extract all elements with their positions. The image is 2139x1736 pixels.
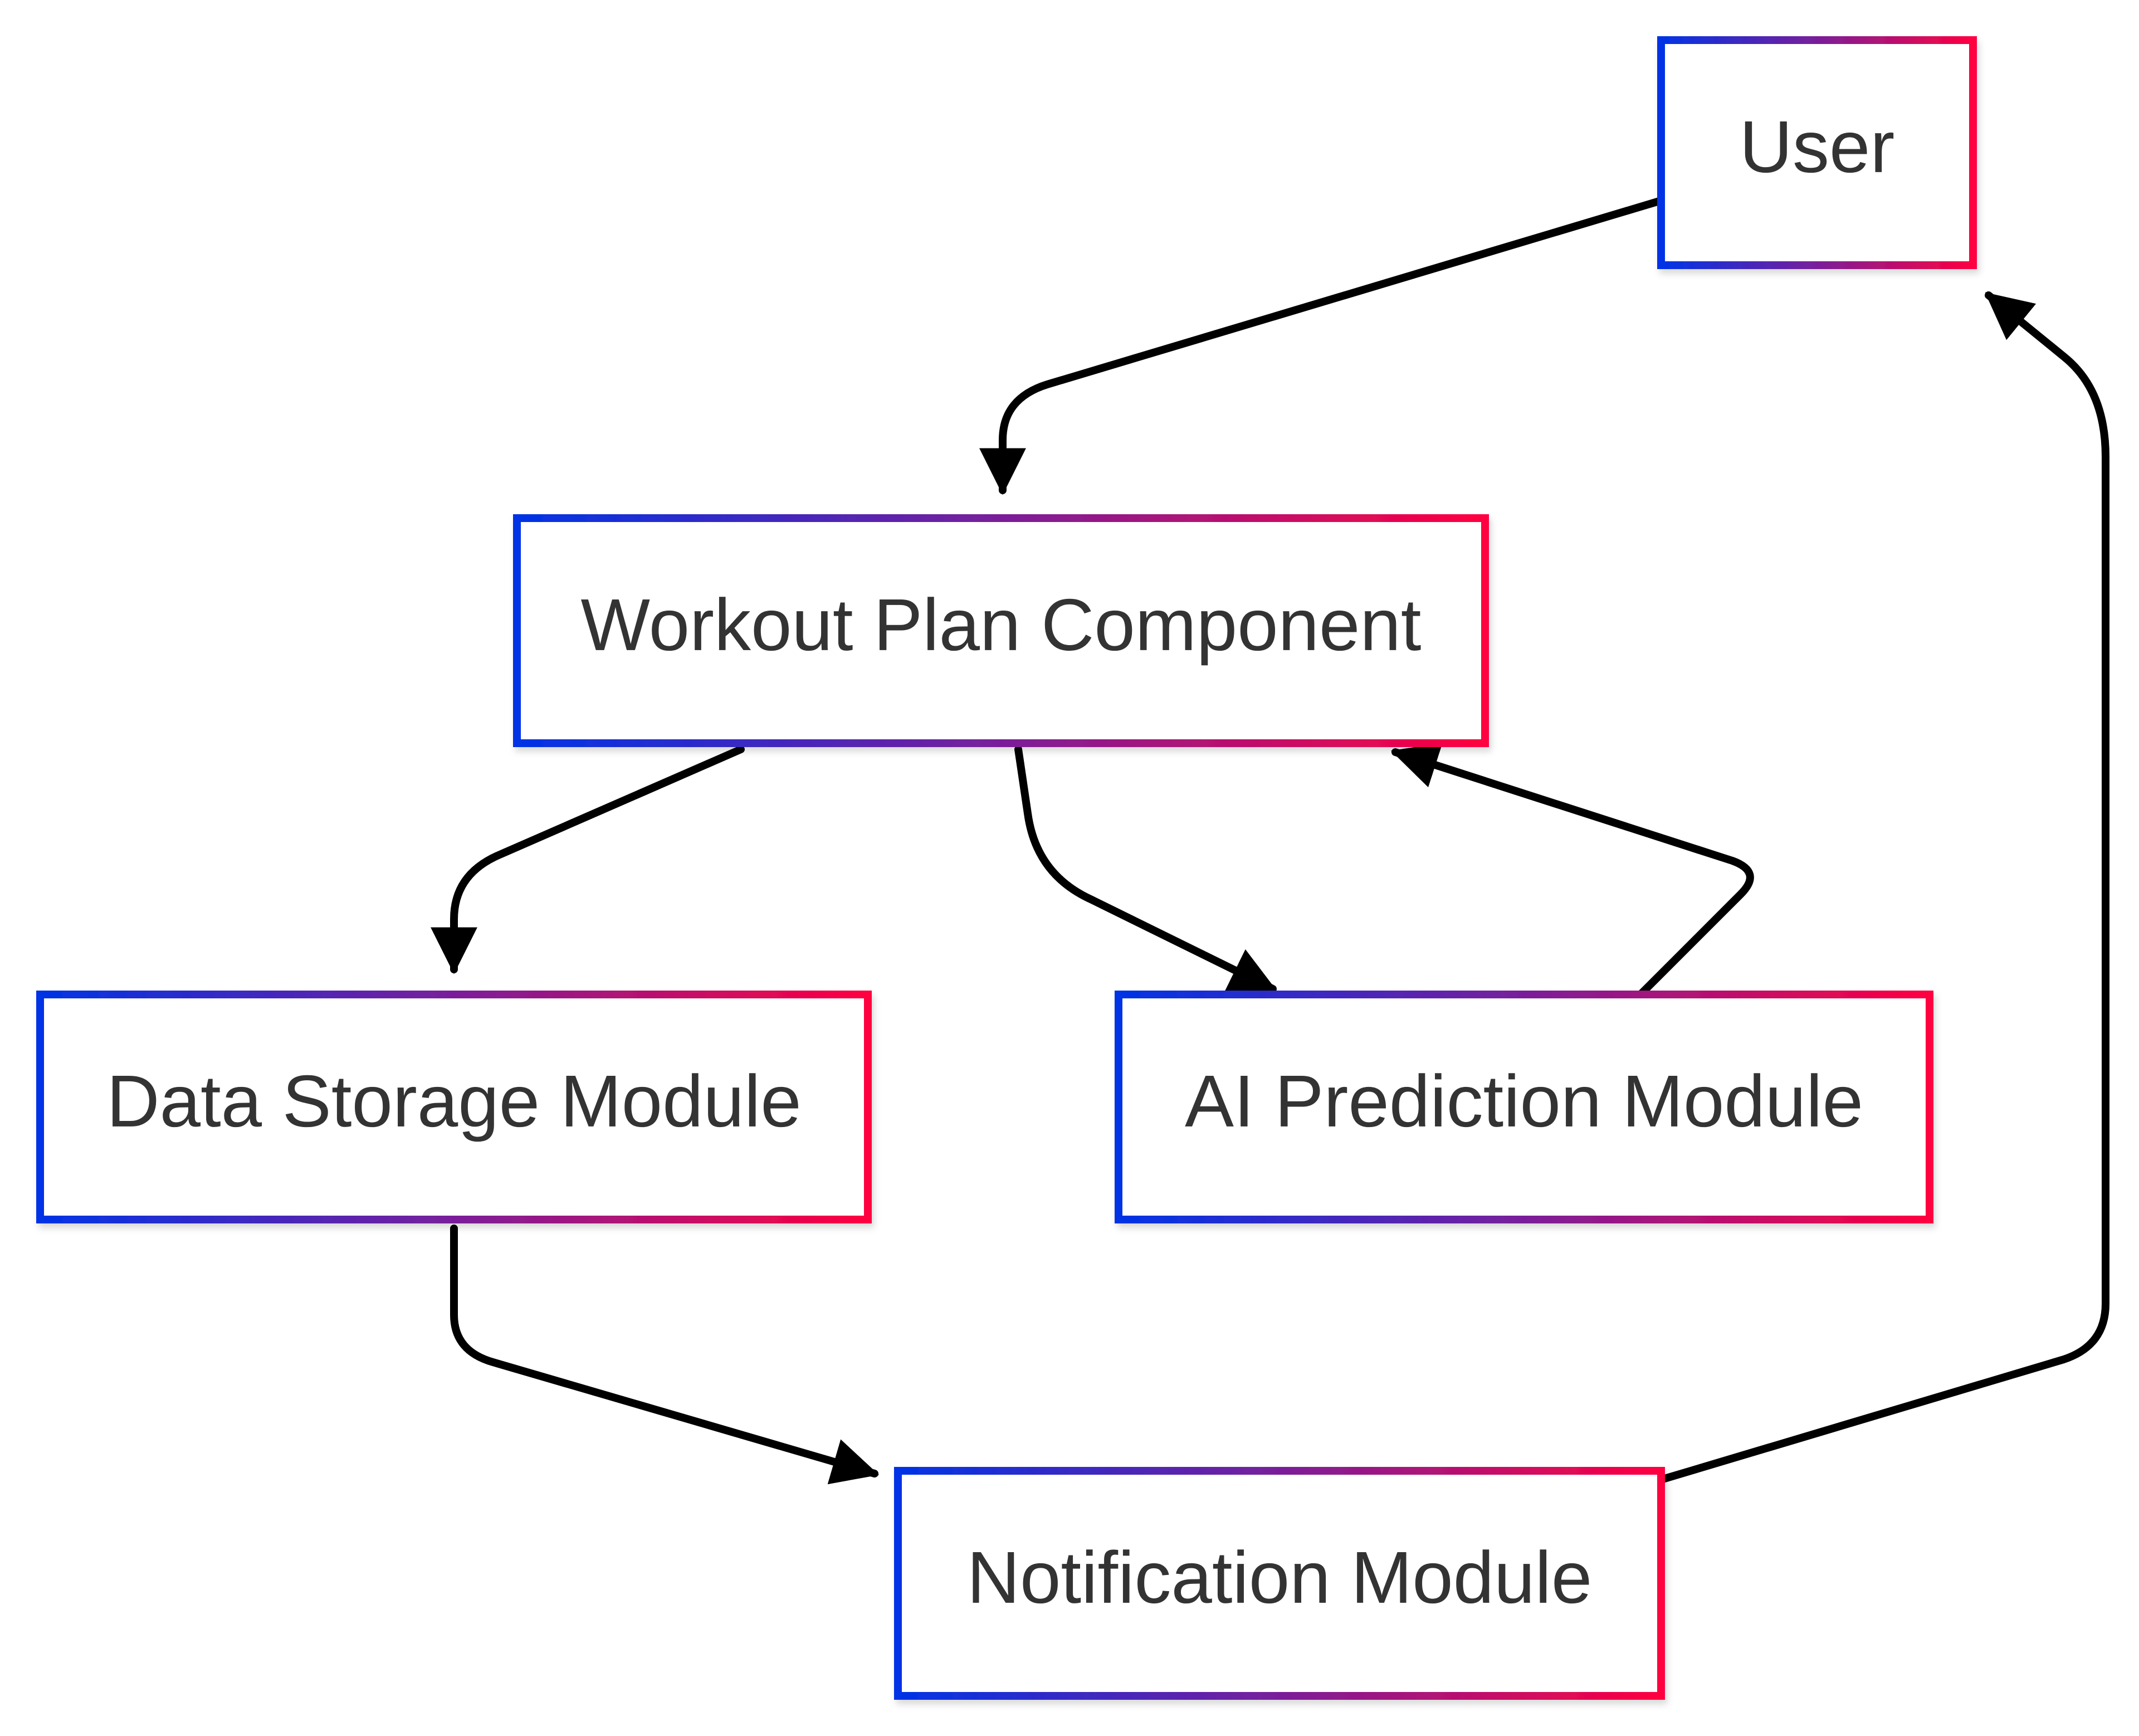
edges (431, 197, 2109, 1485)
node-notification: Notification Module (894, 1467, 1665, 1700)
node-ai-prediction: AI Prediction Module (1115, 991, 1933, 1223)
node-data-storage: Data Storage Module (36, 991, 872, 1223)
node-workout-plan: Workout Plan Component (513, 514, 1489, 747)
node-notification-box (894, 1467, 1665, 1700)
edge-notification-to-user (1659, 291, 2109, 1483)
node-notification-label: Notification Module (967, 1537, 1593, 1618)
node-workout-plan-box (513, 514, 1489, 747)
edge-ai-prediction-to-workout-plan (1391, 743, 1754, 998)
node-data-storage-label: Data Storage Module (106, 1060, 801, 1142)
node-ai-prediction-box (1115, 991, 1933, 1223)
edge-workout-plan-to-ai-prediction (1014, 745, 1277, 993)
edge-workout-plan-to-data-storage (431, 745, 745, 974)
node-ai-prediction-label: AI Prediction Module (1185, 1060, 1863, 1142)
edge-data-storage-to-notification (450, 1225, 880, 1485)
node-user: User (1657, 36, 1977, 269)
node-data-storage-box (36, 991, 872, 1223)
node-user-label: User (1740, 106, 1895, 188)
node-workout-plan-label: Workout Plan Component (580, 584, 1421, 666)
node-user-box (1657, 36, 1977, 269)
edge-user-to-workout-plan (979, 197, 1665, 495)
